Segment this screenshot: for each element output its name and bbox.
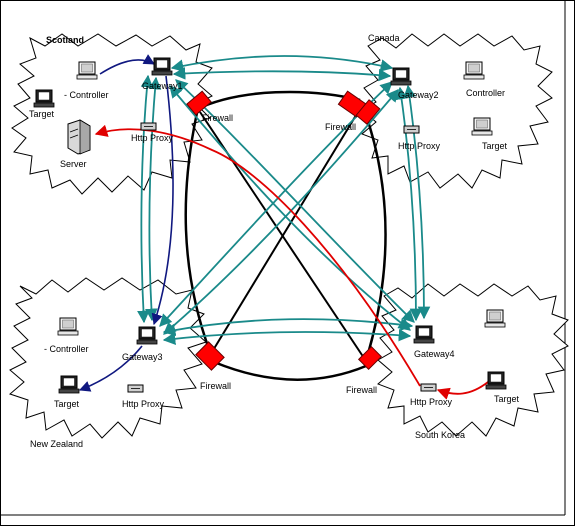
firewall-top-right-label: Firewall [325, 122, 356, 132]
tunnel-g1-g2-a [170, 55, 394, 72]
label-target-nz: Target [54, 399, 80, 409]
http-path-target-proxy [436, 381, 489, 400]
proxy-icon-sk [420, 383, 437, 392]
server-pc-icon-sk [484, 309, 506, 328]
wan-link-bottom [213, 360, 367, 382]
label-gateway2: Gateway2 [398, 90, 439, 100]
region-label-scotland: Scotland [46, 35, 84, 45]
controller-icon-canada [463, 61, 485, 80]
http-path [94, 124, 421, 387]
firewall-top-right: Firewall [325, 90, 381, 132]
gateway2-icon [390, 67, 412, 86]
gateway-tunnels [137, 55, 431, 345]
tunnel-g2-g3-b [163, 89, 399, 335]
label-target-sk: Target [494, 394, 520, 404]
label-controller-canada: Controller [466, 88, 505, 98]
gateway4-icon [413, 325, 435, 344]
gateway1-icon [151, 57, 173, 76]
label-controller-nz: - Controller [44, 344, 89, 354]
proxy-icon-canada [403, 125, 420, 134]
region-label-south-korea: South Korea [415, 430, 465, 440]
target-icon-nz [58, 375, 80, 394]
controller-icon-scotland [76, 61, 98, 80]
firewall-bottom-left-label: Firewall [200, 381, 231, 391]
link-controller-gateway1 [99, 54, 155, 75]
proxy-icon-nz [127, 384, 144, 393]
label-gateway1: Gateway1 [142, 81, 183, 91]
firewall-top-left-label: Firewall [202, 113, 233, 123]
label-gateway3: Gateway3 [122, 352, 163, 362]
gateway3-icon [136, 326, 158, 345]
label-target-canada: Target [482, 141, 508, 151]
tunnel-g1-g3-b [145, 76, 162, 322]
tunnel-g1-g2-b [172, 67, 392, 82]
proxy-icon-scotland [140, 122, 157, 131]
label-proxy-nz: Http Proxy [122, 399, 165, 409]
label-server: Server [60, 159, 87, 169]
target-icon-sk [485, 371, 507, 390]
firewall-top-left: Firewall [186, 90, 233, 123]
firewall-bottom-right: Firewall [346, 345, 383, 395]
cloud-south-korea [377, 283, 569, 437]
region-label-canada: Canada [368, 33, 400, 43]
firewall-bottom-left: Firewall [195, 341, 231, 391]
label-proxy-sk: Http Proxy [410, 397, 453, 407]
link-gateway3-target [78, 345, 143, 392]
link-gateway1-gateway3 [151, 75, 174, 326]
controller-icon-nz [57, 317, 79, 336]
label-gateway4: Gateway4 [414, 349, 455, 359]
label-target-scotland: Target [29, 109, 55, 119]
label-controller-scotland: - Controller [64, 90, 109, 100]
region-label-new-zealand: New Zealand [30, 439, 83, 449]
firewall-bottom-right-label: Firewall [346, 385, 377, 395]
label-proxy-scotland: Http Proxy [131, 133, 174, 143]
server-icon [67, 119, 91, 155]
label-proxy-canada: Http Proxy [398, 141, 441, 151]
target-icon-canada [471, 117, 493, 136]
target-icon-scotland [33, 89, 55, 108]
